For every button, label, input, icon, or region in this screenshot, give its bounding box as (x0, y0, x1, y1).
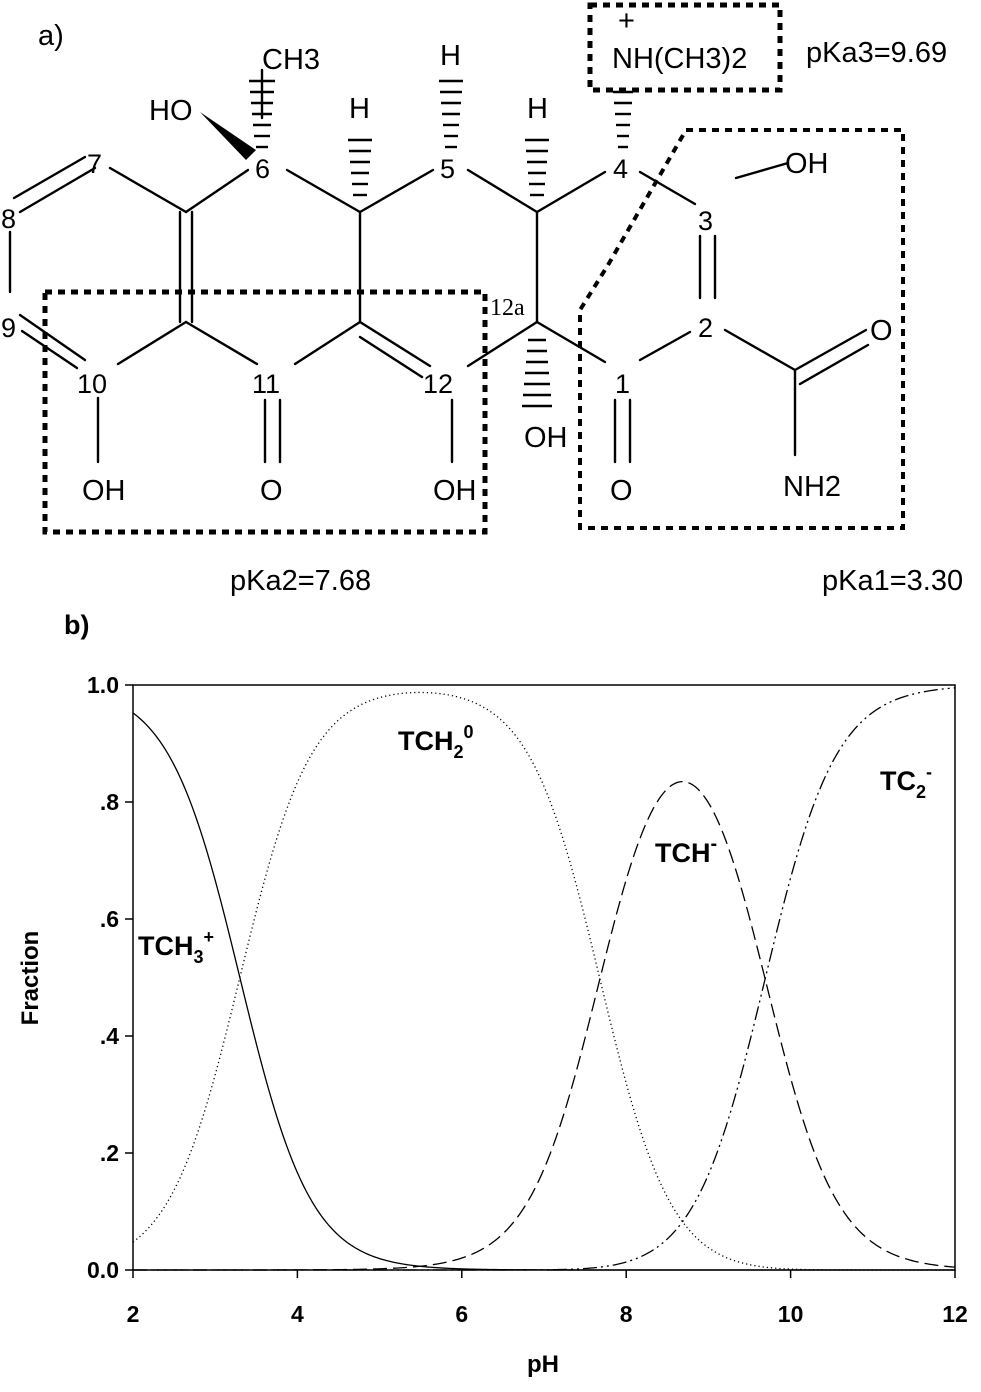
atom-labels: CH3 HO H H H + NH(CH3)2 OH O NH2 OH O OH… (82, 5, 893, 507)
svg-text:12: 12 (423, 369, 453, 399)
svg-text:2: 2 (698, 313, 713, 343)
svg-text:11: 11 (252, 369, 280, 399)
svg-text:1: 1 (615, 369, 630, 399)
svg-text:12a: 12a (490, 295, 525, 321)
pka1-label: pKa1=3.30 (822, 565, 963, 597)
svg-text:10: 10 (77, 369, 107, 399)
speciation-chart: b) 0.0 .2 .4 .6 .8 1.0 2 4 6 8 10 12 Fraction pH T… (17, 610, 968, 1378)
svg-text:7: 7 (87, 149, 102, 179)
annotation-tch: TCH- (655, 833, 717, 868)
x-tick-label: 12 (942, 1301, 968, 1327)
svg-text:NH(CH3)2: NH(CH3)2 (612, 43, 747, 75)
ho-wedge (200, 112, 256, 160)
x-tick-label: 6 (455, 1301, 468, 1327)
hashed-bonds (249, 79, 633, 408)
series-lines (132, 687, 956, 1271)
annotation-tch3: TCH3+ (138, 927, 214, 967)
svg-text:H: H (527, 93, 548, 125)
annotation-tch2: TCH20 (398, 722, 474, 762)
pka2-label: pKa2=7.68 (230, 565, 371, 597)
y-tick-label: 0.0 (87, 1257, 119, 1283)
svg-text:H: H (440, 40, 461, 72)
svg-text:O: O (870, 315, 893, 347)
position-numbers: 1 2 3 4 5 6 7 8 9 10 11 12 12a (1, 149, 713, 399)
panel-b-label: b) (64, 610, 89, 640)
x-tick-label: 2 (127, 1301, 140, 1327)
pka3-label: pKa3=9.69 (806, 37, 947, 69)
svg-text:9: 9 (1, 313, 16, 343)
series-line-1 (132, 691, 955, 1271)
series-line-3 (133, 687, 956, 1271)
plot-frame (132, 684, 956, 1271)
y-tick-label: .8 (100, 789, 119, 815)
svg-text:CH3: CH3 (262, 44, 320, 76)
svg-text:6: 6 (255, 154, 270, 184)
pka1-box (578, 128, 905, 530)
svg-text:OH: OH (82, 475, 126, 507)
series-line-0 (132, 712, 955, 1271)
pka3-box (587, 2, 783, 93)
y-tick-label: .2 (100, 1140, 119, 1166)
x-axis-ticks: 2 4 6 8 10 12 (127, 1270, 968, 1327)
ring-bonds (8, 155, 717, 379)
x-axis-title: pH (527, 1351, 559, 1378)
svg-text:8: 8 (1, 204, 16, 234)
svg-text:O: O (610, 475, 633, 507)
series-line-2 (133, 780, 956, 1271)
pka2-box (42, 289, 488, 535)
x-tick-label: 10 (778, 1301, 804, 1327)
y-axis-title: Fraction (17, 931, 44, 1026)
svg-text:OH: OH (433, 475, 477, 507)
svg-text:OH: OH (524, 422, 568, 454)
svg-text:HO: HO (149, 95, 193, 127)
tetracycline-structure: a) (1, 2, 963, 597)
x-tick-label: 8 (620, 1301, 633, 1327)
y-tick-label: .4 (100, 1023, 119, 1049)
annotation-tc2: TC2- (880, 762, 932, 802)
y-tick-label: .6 (100, 906, 119, 932)
plot-border (132, 684, 956, 1271)
svg-text:+: + (618, 5, 635, 37)
x-tick-label: 4 (291, 1301, 304, 1327)
svg-text:3: 3 (698, 206, 713, 236)
svg-text:H: H (349, 93, 370, 125)
y-axis-ticks: 0.0 .2 .4 .6 .8 1.0 (87, 672, 133, 1283)
svg-text:OH: OH (785, 148, 829, 180)
panel-a-label: a) (38, 20, 64, 52)
svg-text:4: 4 (613, 154, 628, 184)
y-tick-label: 1.0 (87, 672, 119, 698)
svg-text:O: O (260, 475, 283, 507)
svg-text:5: 5 (440, 154, 455, 184)
svg-text:NH2: NH2 (783, 471, 841, 503)
substituent-bonds (96, 68, 870, 464)
